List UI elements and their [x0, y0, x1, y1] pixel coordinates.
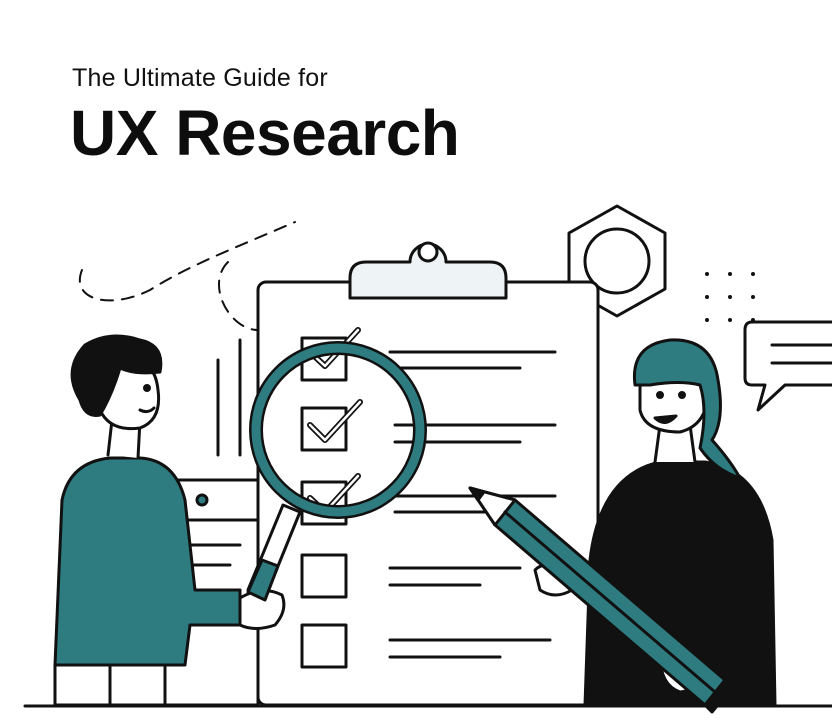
magnifying-glass-icon: [246, 341, 427, 602]
dot-grid-decoration: [705, 272, 755, 322]
man-character: [53, 334, 286, 707]
clipboard-icon: [256, 241, 600, 707]
cover-subtitle: The Ultimate Guide for: [72, 64, 328, 92]
dashed-path-decoration: [78, 221, 296, 302]
checklist-item: [300, 399, 557, 452]
checklist-item: [300, 553, 522, 599]
checklist-item: [300, 623, 552, 669]
pencil-icon: [468, 486, 734, 714]
cover-title: UX Research: [70, 97, 460, 169]
speech-bubble-icon: [743, 320, 832, 412]
dashed-loop-decoration: [217, 261, 259, 331]
